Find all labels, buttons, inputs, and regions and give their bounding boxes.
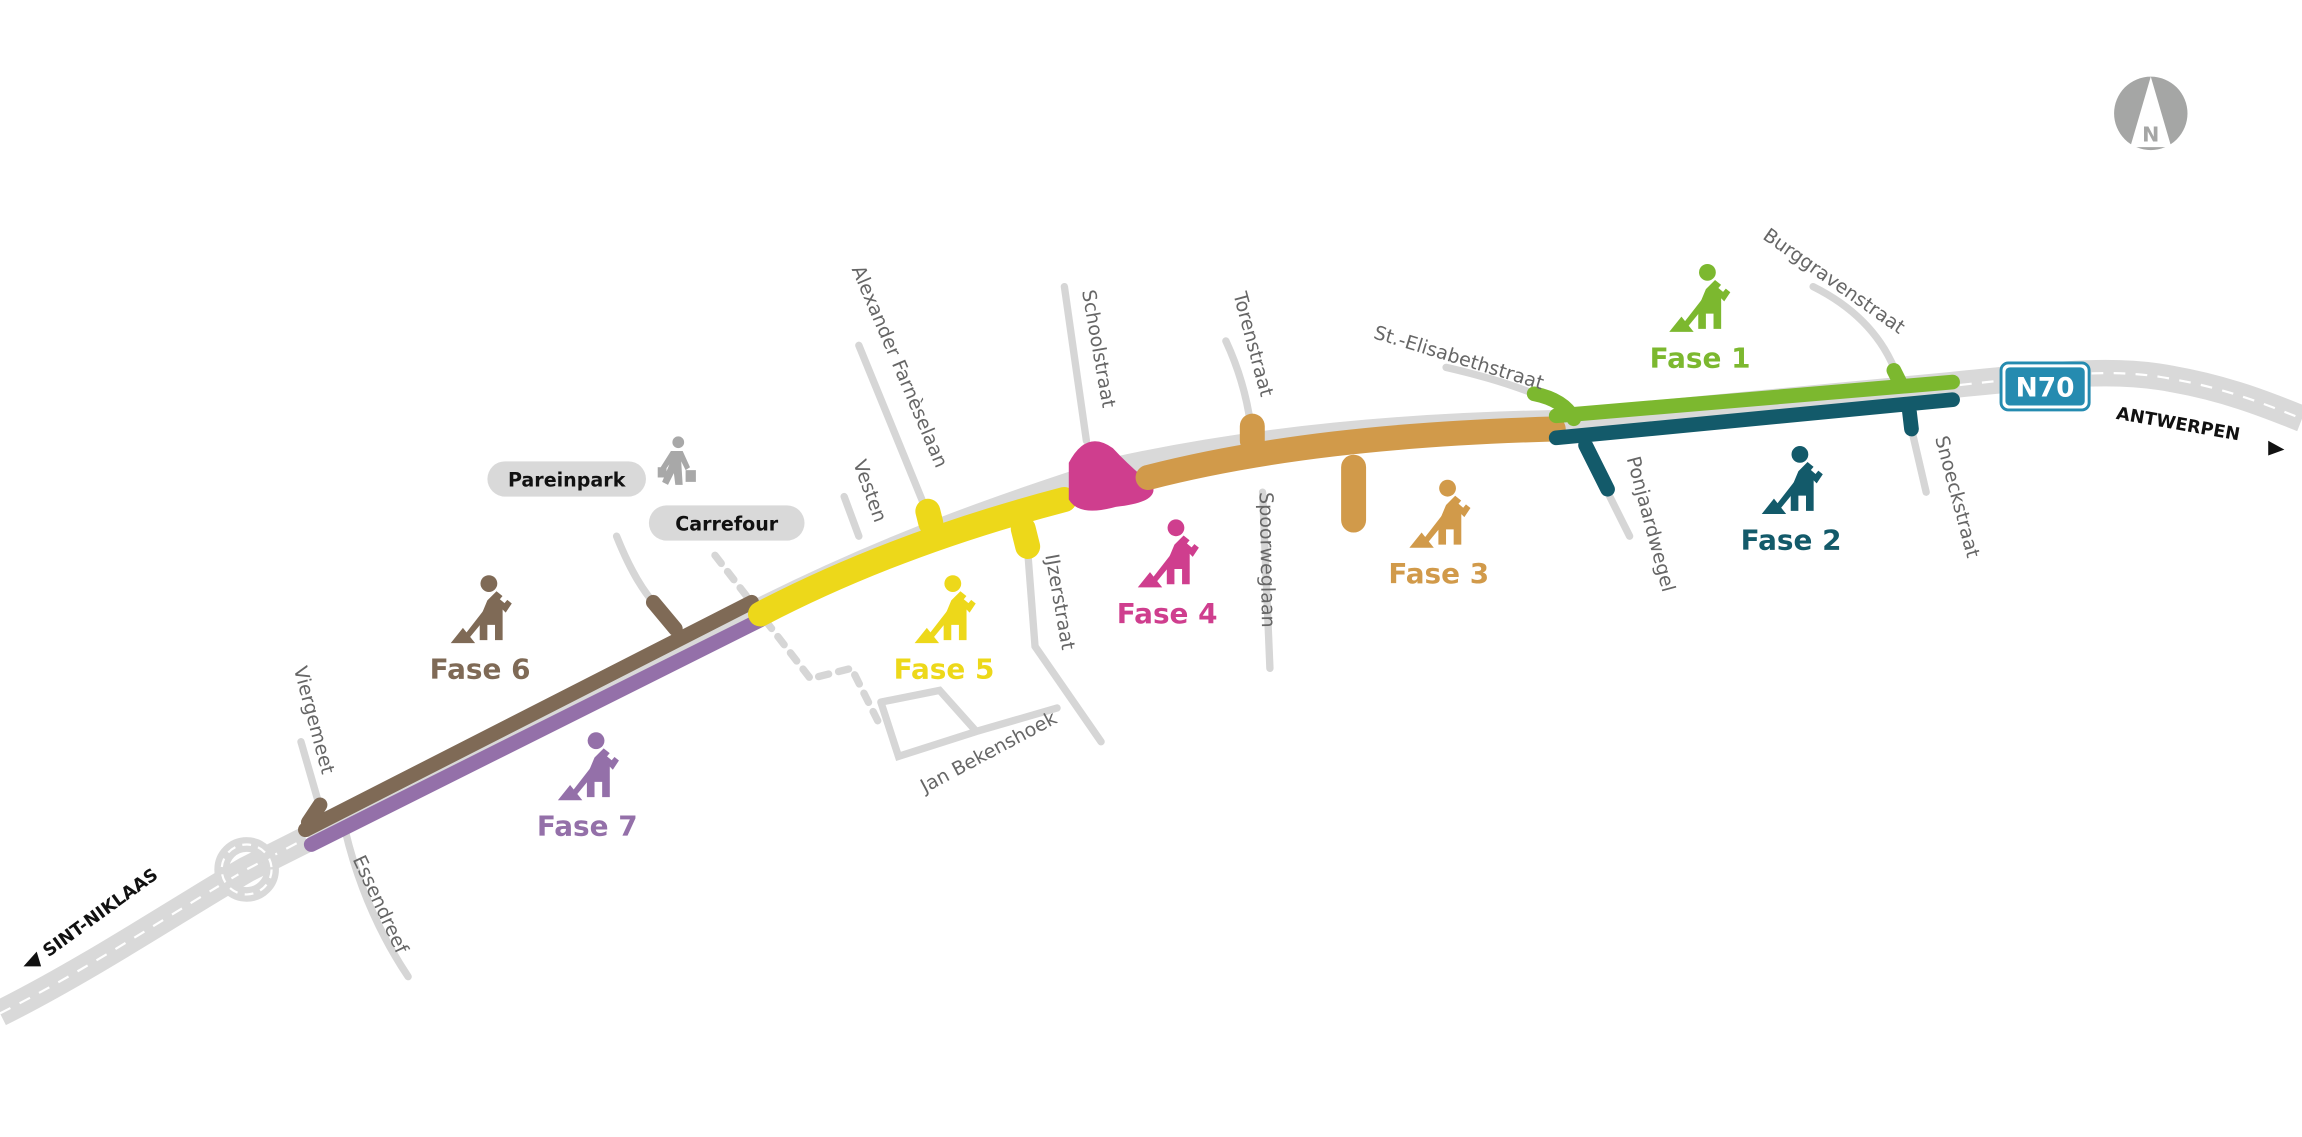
poi-carrefour[interactable]: Carrefour	[648, 505, 805, 541]
street-label-snoeckstraat: Snoeckstraat	[1930, 433, 1984, 560]
poi-label: Pareinpark	[508, 469, 627, 491]
worker-icon	[450, 575, 512, 644]
worker-icon	[1761, 446, 1823, 514]
poi-label: Carrefour	[675, 513, 779, 535]
segment-fase-4[interactable]	[1068, 441, 1154, 511]
phase-label: Fase 4	[1117, 597, 1218, 630]
street-label-ijzerstraat: IJzerstraat	[1040, 552, 1079, 652]
street-label-essendreef: Essendreef	[348, 852, 413, 958]
arrow-left-icon	[23, 951, 42, 967]
worker-icon	[557, 732, 619, 801]
road-sign-n70: N70	[1999, 361, 2091, 412]
side-streets	[297, 282, 1930, 981]
street-label-jan-bekenshoek: Jan Bekenshoek	[916, 707, 1061, 798]
segment-fase-1[interactable]	[1526, 362, 1960, 427]
segment-fase-5[interactable]	[748, 487, 1077, 627]
segment-fase-6[interactable]	[298, 594, 760, 838]
phase-marker-fase-3[interactable]: Fase 3	[1388, 479, 1489, 590]
phase-marker-fase-4[interactable]: Fase 4	[1117, 519, 1218, 630]
worker-icon	[914, 575, 976, 644]
phase-marker-fase-5[interactable]: Fase 5	[894, 575, 995, 686]
poi-pareinpark[interactable]: Pareinpark	[487, 461, 646, 497]
segment-fase-7[interactable]	[303, 612, 768, 852]
compass-label: N	[2142, 122, 2159, 146]
street-label-torenstraat: Torenstraat	[1228, 289, 1277, 400]
street-label-schoolstraat: Schoolstraat	[1077, 288, 1120, 410]
shopping-person-icon	[657, 436, 696, 485]
phase-label: Fase 6	[430, 653, 531, 686]
phase-marker-fase-7[interactable]: Fase 7	[537, 732, 638, 843]
phase-label: Fase 7	[537, 810, 638, 843]
phase-label: Fase 1	[1650, 341, 1751, 374]
segment-fase-3[interactable]	[1135, 413, 1566, 533]
phase-marker-fase-2[interactable]: Fase 2	[1741, 446, 1842, 556]
phase-marker-fase-1[interactable]: Fase 1	[1650, 263, 1751, 374]
street-label-spoorweglaan: Spoorweglaan	[1255, 492, 1279, 628]
street-label-ponjaardwegel: Ponjaardwegel	[1622, 454, 1679, 594]
direction-label: ANTWERPEN	[2115, 404, 2242, 445]
worker-icon	[1409, 479, 1471, 548]
worker-icon	[1669, 263, 1731, 332]
phase-label: Fase 5	[894, 653, 995, 686]
phase-marker-fase-6[interactable]: Fase 6	[430, 575, 531, 686]
street-label-st-elisabethstraat: St.-Elisabethstraat	[1371, 322, 1547, 395]
segment-fase-2[interactable]	[1548, 392, 1960, 497]
worker-icon	[1137, 519, 1199, 588]
street-label-burggravenstraat: Burggravenstraat	[1759, 224, 1909, 339]
street-label-viergemeet: Viergemeet	[289, 664, 339, 777]
phase-label: Fase 3	[1388, 557, 1489, 590]
road-number: N70	[2016, 373, 2075, 404]
arrow-right-icon	[2268, 440, 2285, 456]
north-compass-icon: N	[2114, 76, 2188, 151]
roundabout	[214, 837, 279, 902]
phase-label: Fase 2	[1741, 523, 1842, 556]
